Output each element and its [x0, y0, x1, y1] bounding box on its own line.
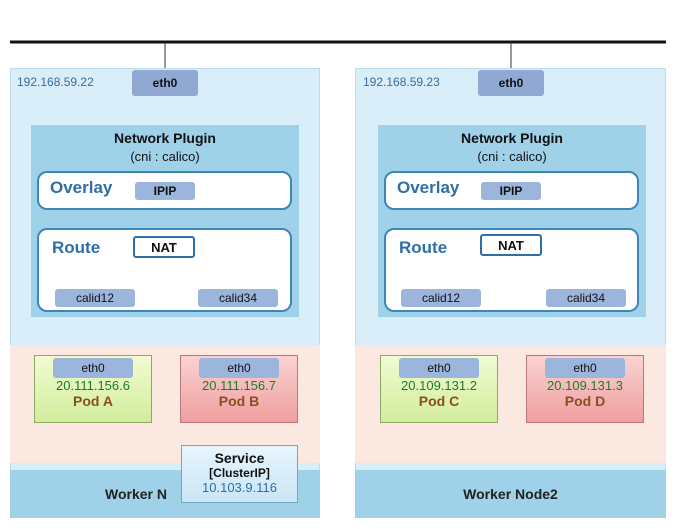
node2-footer: Worker Node2	[355, 470, 666, 518]
node2-nat: NAT	[480, 234, 542, 256]
pod-a-name: Pod A	[73, 393, 113, 409]
pod-b-eth0: eth0	[199, 358, 279, 378]
pod-b: eth0 20.111.156.7 Pod B	[180, 355, 298, 423]
node1-route-label: Route	[52, 238, 101, 257]
node2-plugin-subtitle: (cni : calico)	[477, 149, 547, 164]
node1-calid-left: calid12	[55, 289, 135, 307]
node1-eth0: eth0	[132, 70, 198, 96]
node1-ipip: IPIP	[135, 182, 195, 200]
node1-ip-label: 192.168.59.22	[17, 75, 94, 89]
node1-plugin-title: Network Plugin	[114, 130, 216, 146]
node2-eth0: eth0	[478, 70, 544, 96]
pod-a: eth0 20.111.156.6 Pod A	[34, 355, 152, 423]
pod-d-name: Pod D	[564, 393, 606, 409]
node1-overlay-label: Overlay	[50, 178, 113, 197]
node2-calid-left: calid12	[401, 289, 481, 307]
node2-ip-label: 192.168.59.23	[363, 75, 440, 89]
pod-d-eth0: eth0	[545, 358, 625, 378]
node1-nat: NAT	[133, 236, 195, 258]
service-ip: 10.103.9.116	[202, 480, 277, 495]
pod-c: eth0 20.109.131.2 Pod C	[380, 355, 498, 423]
service-type: [ClusterIP]	[209, 466, 270, 480]
node1-plugin-subtitle: (cni : calico)	[130, 149, 200, 164]
node2-overlay-label: Overlay	[397, 178, 460, 197]
pod-d: eth0 20.109.131.3 Pod D	[526, 355, 644, 423]
node1-calid-right: calid34	[198, 289, 278, 307]
node2-plugin-title: Network Plugin	[461, 130, 563, 146]
pod-c-eth0: eth0	[399, 358, 479, 378]
node2-calid-right: calid34	[546, 289, 626, 307]
pod-a-ip: 20.111.156.6	[56, 378, 130, 393]
node2-route-label: Route	[399, 238, 448, 257]
pod-c-ip: 20.109.131.2	[401, 378, 477, 393]
pod-c-name: Pod C	[418, 393, 460, 409]
service-clusterip: Service [ClusterIP] 10.103.9.116	[181, 445, 298, 503]
pod-b-ip: 20.111.156.7	[202, 378, 276, 393]
pod-b-name: Pod B	[218, 393, 260, 409]
node2-ipip: IPIP	[481, 182, 541, 200]
pod-a-eth0: eth0	[53, 358, 133, 378]
service-title: Service	[214, 450, 265, 466]
pod-d-ip: 20.109.131.3	[547, 378, 623, 393]
